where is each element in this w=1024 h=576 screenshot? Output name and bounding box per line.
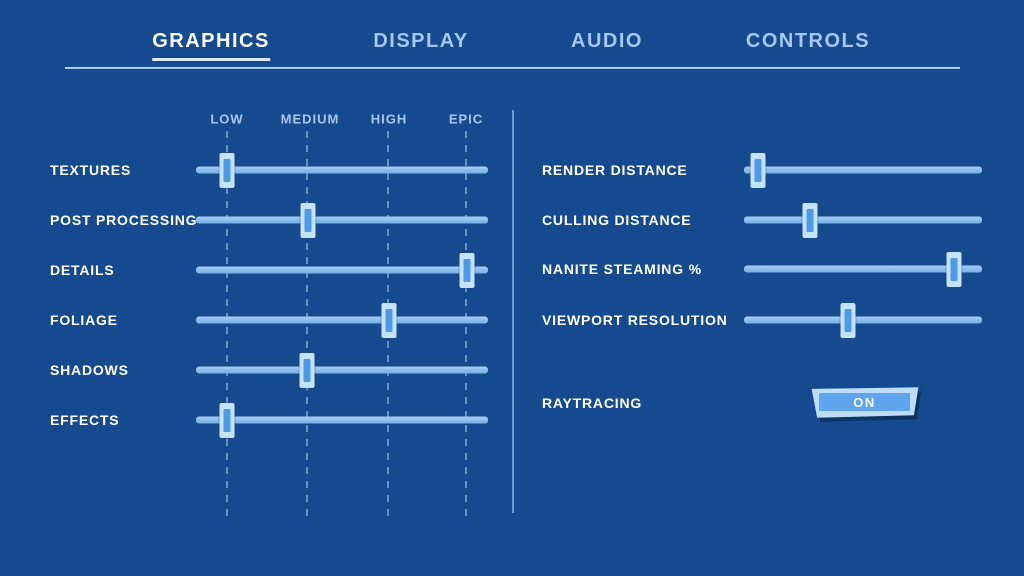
scale-label-high: HIGH (370, 111, 408, 127)
handle-grip (304, 208, 312, 232)
slider-handle-details[interactable] (459, 252, 475, 288)
handle-grip (223, 408, 231, 432)
toggle-frame: ON (811, 387, 919, 418)
slider-foliage[interactable] (196, 302, 488, 338)
label-textures: TEXTURES (50, 162, 132, 178)
handle-grip (950, 257, 958, 281)
slider-handle-shadows[interactable] (299, 352, 315, 388)
slider-details[interactable] (196, 252, 488, 288)
label-foliage: FOLIAGE (50, 312, 118, 328)
slider-render-distance[interactable] (744, 152, 982, 188)
tab-audio[interactable]: AUDIO (571, 30, 643, 52)
slider-nanite-steaming[interactable] (744, 251, 982, 287)
tab-graphics[interactable]: GRAPHICS (152, 30, 270, 61)
label-shadows: SHADOWS (50, 362, 129, 378)
handle-grip (303, 358, 311, 382)
label-culling-distance: CULLING DISTANCE (542, 212, 692, 228)
panel-divider (512, 110, 514, 513)
label-raytracing: RAYTRACING (542, 395, 643, 411)
scale-label-medium: MEDIUM (280, 111, 340, 127)
label-details: DETAILS (50, 262, 115, 278)
label-post-processing: POST PROCESSING (50, 212, 198, 228)
scale-label-epic: EPIC (448, 111, 484, 127)
slider-handle-foliage[interactable] (381, 302, 397, 338)
handle-grip (844, 308, 852, 332)
handle-grip (463, 258, 471, 282)
slider-effects[interactable] (196, 402, 488, 438)
grid-line-medium (306, 131, 308, 523)
raytracing-toggle-button[interactable]: ON (810, 387, 922, 422)
slider-handle-effects[interactable] (219, 402, 235, 438)
slider-culling-distance[interactable] (744, 202, 982, 238)
label-viewport-resolution: VIEWPORT RESOLUTION (542, 312, 728, 328)
slider-handle-render-distance[interactable] (750, 152, 766, 188)
label-render-distance: RENDER DISTANCE (542, 162, 688, 178)
handle-grip (385, 308, 393, 332)
handle-grip (754, 158, 762, 182)
slider-post-processing[interactable] (196, 202, 488, 238)
tab-controls[interactable]: CONTROLS (745, 30, 871, 52)
toggle-fill: ON (819, 393, 910, 411)
slider-handle-viewport-resolution[interactable] (840, 302, 856, 338)
handle-grip (223, 158, 231, 182)
slider-handle-post-processing[interactable] (300, 202, 316, 238)
slider-handle-culling-distance[interactable] (802, 202, 818, 238)
grid-line-low (226, 131, 228, 523)
slider-shadows[interactable] (196, 352, 488, 388)
toggle-state-label: ON (853, 394, 876, 410)
slider-handle-textures[interactable] (219, 152, 235, 188)
label-nanite-steaming: NANITE STEAMING % (542, 261, 702, 277)
slider-viewport-resolution[interactable] (744, 302, 982, 338)
scale-label-low: LOW (210, 111, 244, 127)
grid-line-epic (465, 131, 467, 523)
label-effects: EFFECTS (50, 412, 120, 428)
tab-display[interactable]: DISPLAY (373, 30, 469, 52)
handle-grip (806, 208, 814, 232)
slider-handle-nanite-steaming[interactable] (946, 251, 962, 287)
header-divider (65, 67, 960, 69)
slider-textures[interactable] (196, 152, 488, 188)
